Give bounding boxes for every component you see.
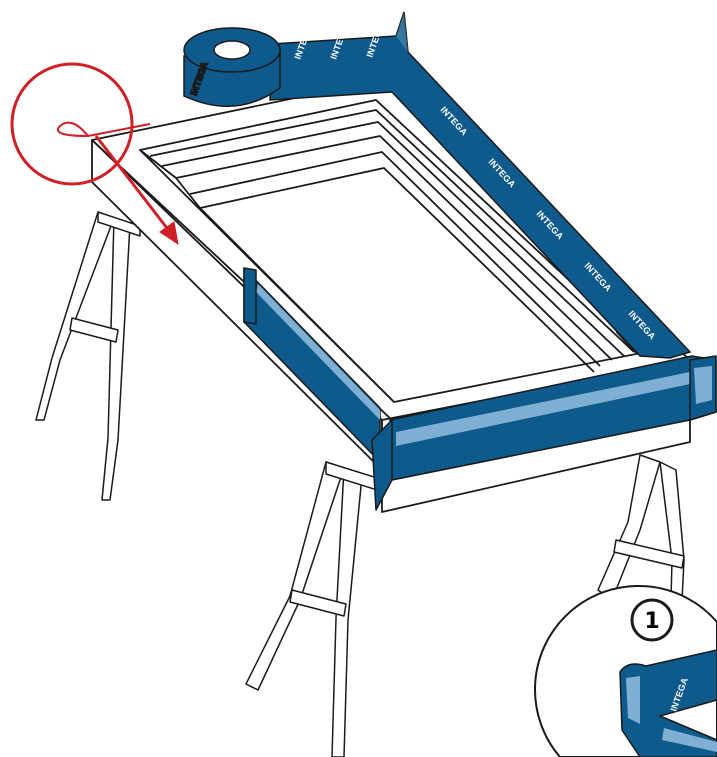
step-badge: 1: [632, 600, 672, 640]
sawhorse-front-left: [246, 462, 390, 757]
detail-magnifier-icon: INTEGA: [535, 586, 717, 757]
step-number: 1: [644, 609, 659, 634]
sawhorse-back-left: [36, 212, 140, 500]
tape-roll-icon: INTEGA: [184, 28, 280, 106]
